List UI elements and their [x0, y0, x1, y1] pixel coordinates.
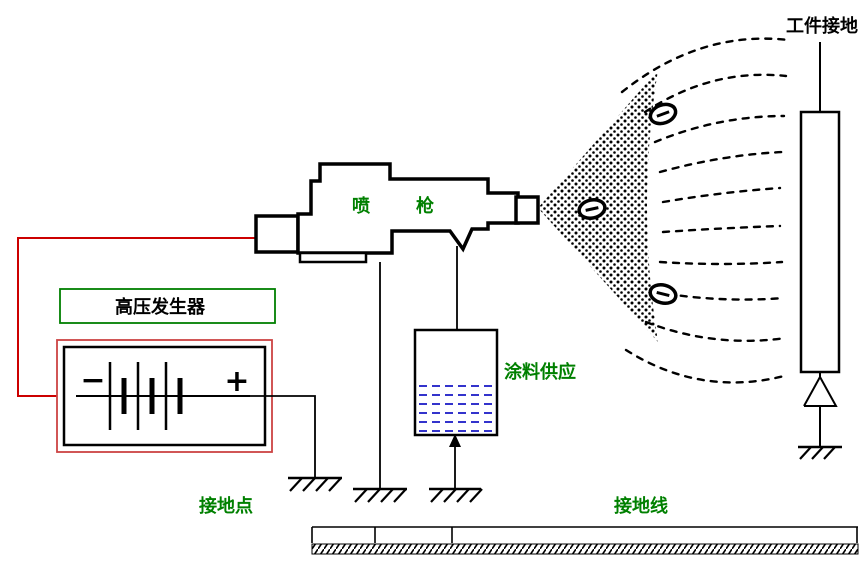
hv-generator-label-box [59, 288, 276, 324]
battery-ground-symbol [288, 476, 342, 492]
battery-cells [76, 362, 250, 430]
paint-supply-label: 涂料供应 [504, 361, 576, 383]
spray-gun-tip [514, 195, 540, 225]
paint-flow-arrow-icon [449, 434, 461, 447]
spray-gun-rear-block [254, 214, 300, 254]
gun-ground-symbol [353, 487, 407, 503]
paint-container [413, 328, 499, 437]
battery-ground-wire [250, 395, 316, 478]
high-voltage-wire [17, 237, 256, 397]
earth-strip [311, 543, 859, 555]
negative-charge-icon [648, 102, 678, 126]
battery-plus-label: + [224, 364, 249, 399]
hv-generator-label: 高压发生器 [115, 296, 206, 318]
battery-minus-label: − [80, 363, 105, 398]
workpiece-ground-label: 工件接地 [786, 15, 858, 37]
workpiece-ground-symbol [798, 445, 842, 460]
earth-bus [311, 526, 858, 543]
ground-wire-label: 接地线 [614, 495, 668, 517]
workpiece-bar [799, 110, 841, 374]
negative-charge-icon [648, 282, 678, 306]
workpiece-stand [803, 372, 838, 447]
ground-point-label: 接地点 [199, 495, 253, 517]
negative-charge-icon [577, 198, 607, 220]
paint-ground-symbol [429, 487, 483, 503]
spray-gun-label: 喷枪 [352, 195, 480, 217]
spray-gun-base-plate [298, 251, 368, 264]
